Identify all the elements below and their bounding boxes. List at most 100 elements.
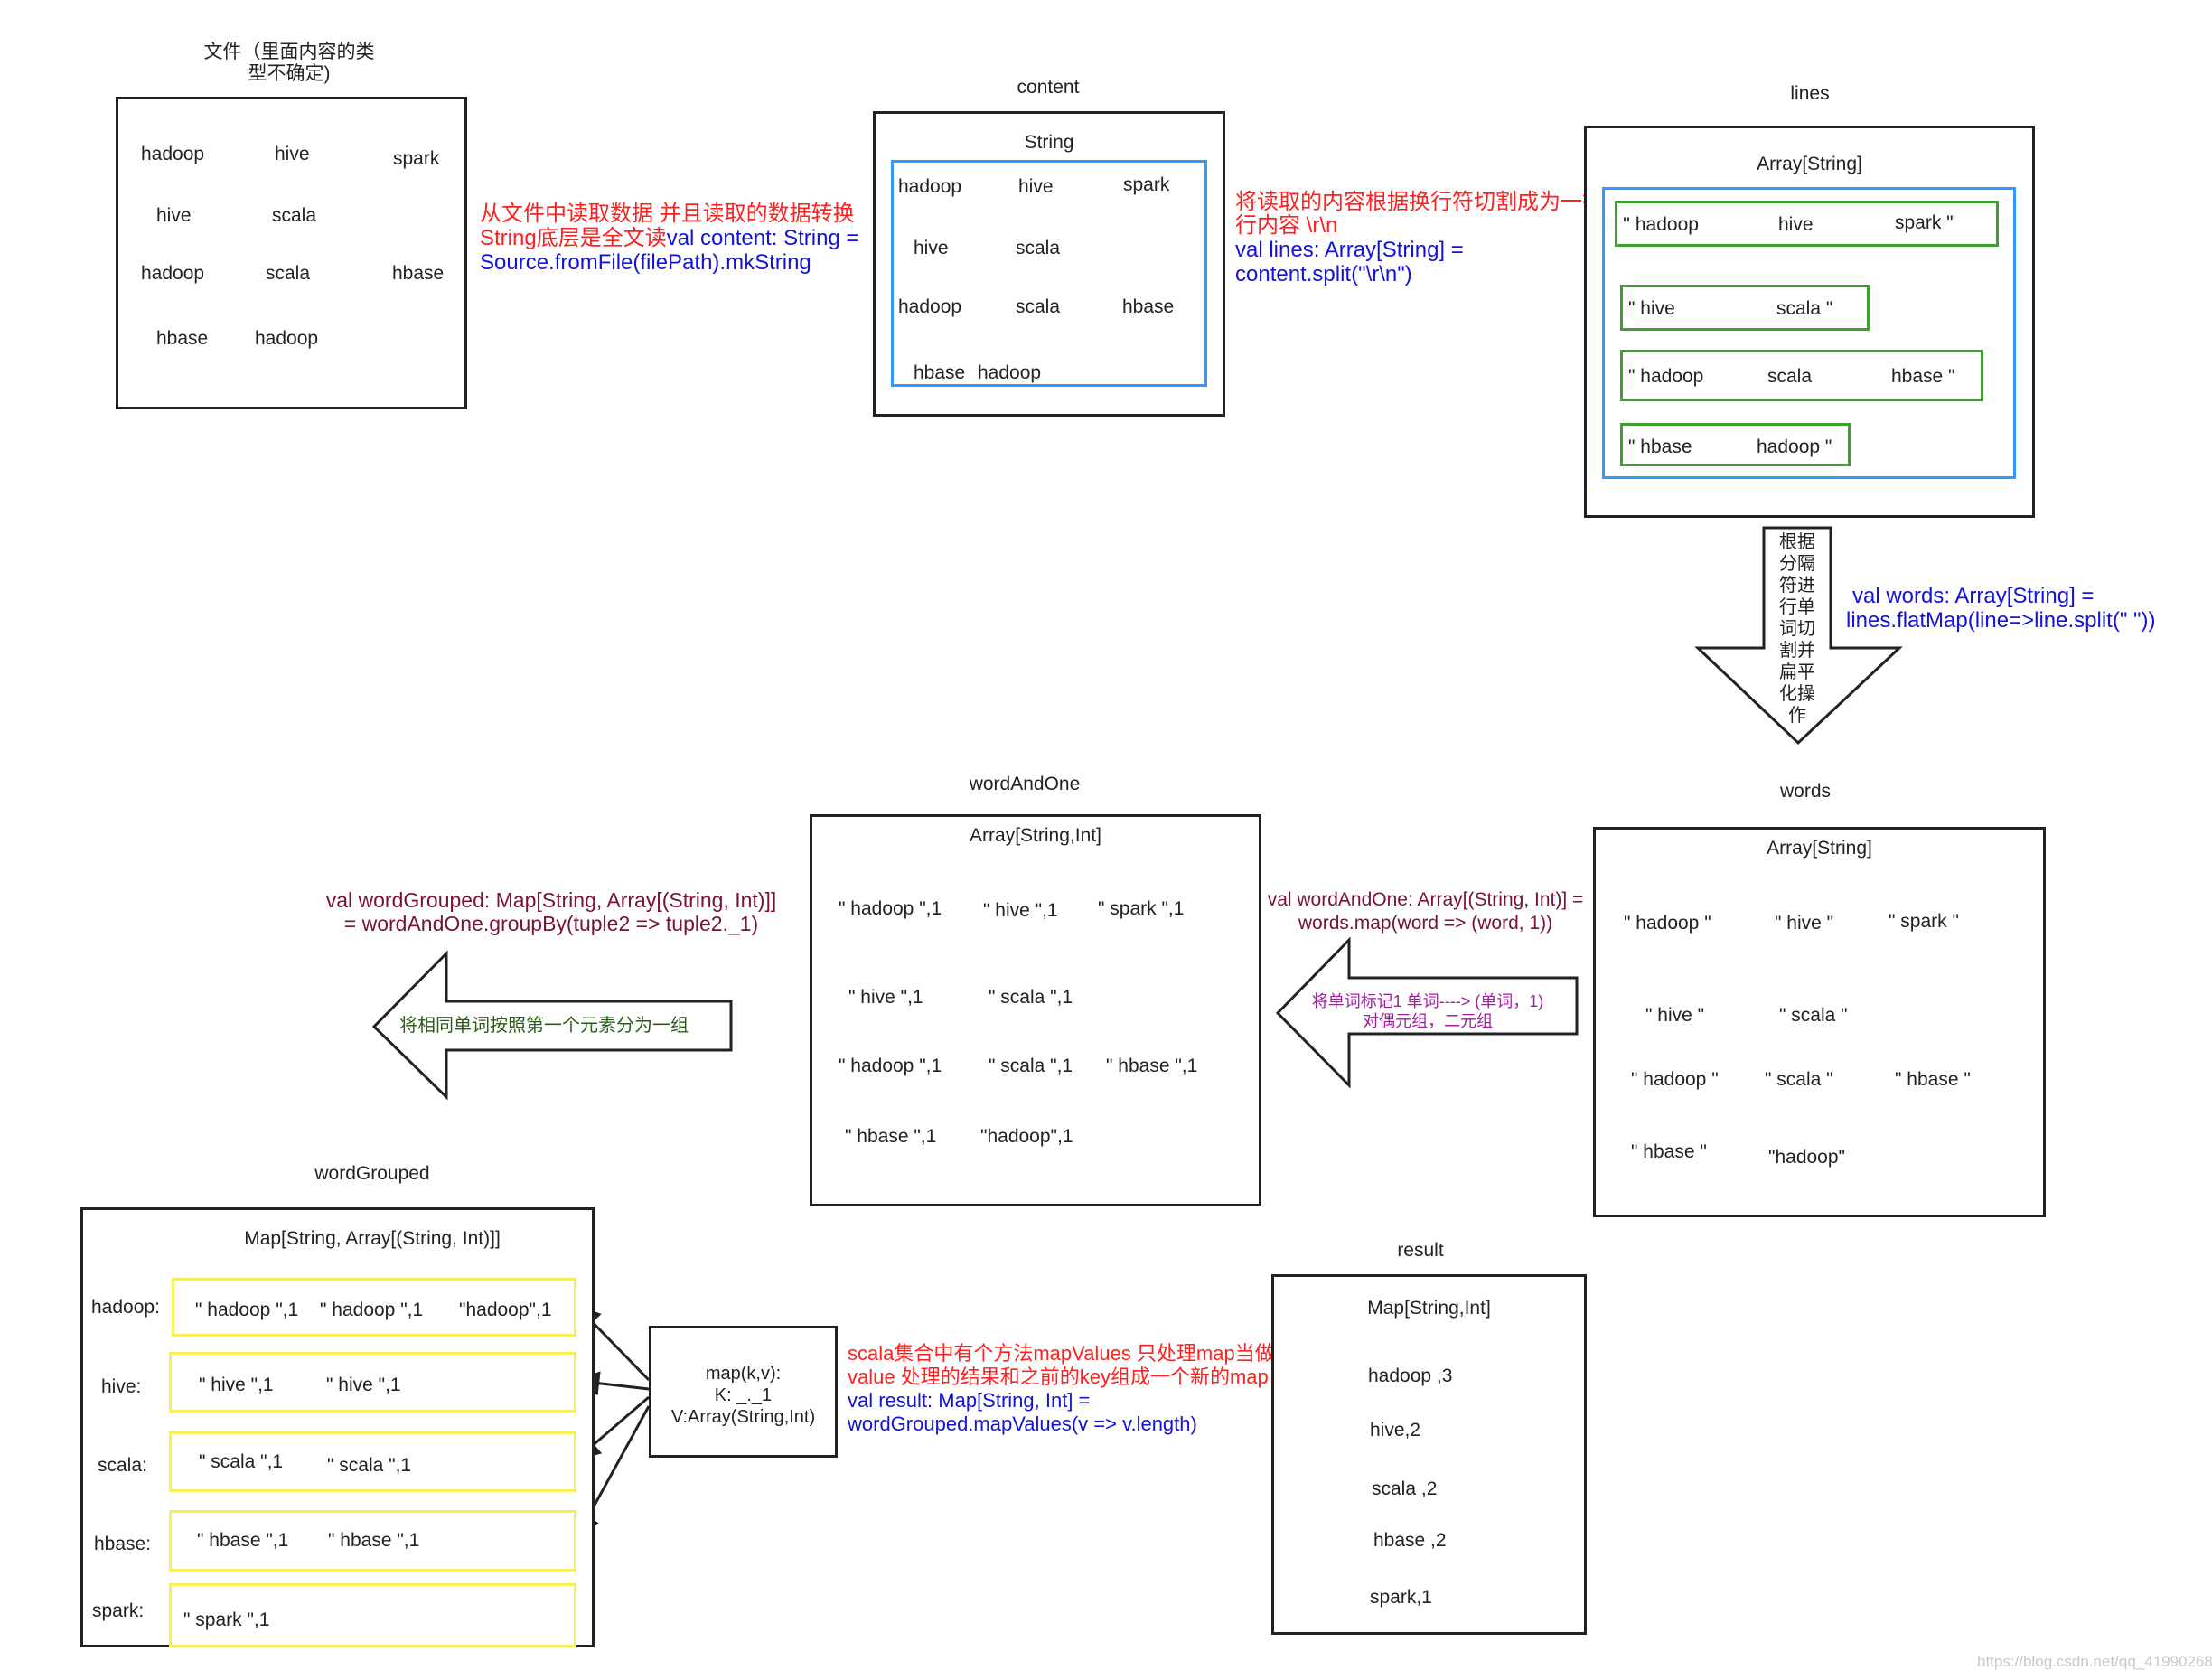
wordgrouped-box: Map[String, Array[(String, Int)]] hadoop… — [80, 1207, 595, 1647]
words-item: " spark " — [1889, 911, 1959, 932]
lines-row: " hbase hadoop " — [1620, 423, 1851, 466]
content-word: spark — [1123, 174, 1170, 195]
lines-row: " hadoop scala hbase " — [1620, 350, 1983, 401]
note-split-lines-line1: 将读取的内容根据换行符切割成为一行 — [1235, 190, 1604, 214]
flatmap-label-char: 符进 — [1779, 576, 1815, 596]
note-mapvalues-line1: scala集合中有个方法mapValues 只处理map当做 — [848, 1342, 1275, 1365]
wordgrouped-key: hadoop: — [91, 1297, 160, 1318]
flatmap-label-char: 行单 — [1779, 597, 1815, 617]
content-word: scala — [1016, 238, 1061, 258]
wordgrouped-value: " hadoop ",1 — [195, 1300, 299, 1320]
wordgrouped-value: " spark ",1 — [183, 1610, 270, 1630]
mapkv-box: map(k,v): K: _._1 V:Array(String,Int) — [649, 1326, 838, 1458]
words-box: Array[String] " hadoop " " hive " " spar… — [1593, 827, 2046, 1217]
wordandone-item: " hive ",1 — [848, 987, 923, 1008]
flatmap-code-line1: val words: Array[String] = — [1852, 584, 2095, 608]
content-word: scala — [1016, 296, 1061, 317]
result-item: scala ,2 — [1372, 1478, 1438, 1499]
note-read-file-line2-code: val content: String = — [666, 226, 859, 250]
lines-row-word: hive — [1778, 214, 1814, 235]
content-box: String hadoop hive spark hive scala hado… — [873, 111, 1225, 417]
file-word: hbase — [392, 263, 445, 284]
lines-row-word: scala " — [1776, 298, 1833, 319]
map-code-line2: words.map(word => (word, 1)) — [1298, 913, 1553, 934]
wordandone-item: " hbase ",1 — [845, 1126, 937, 1147]
wordgrouped-value: "hadoop",1 — [459, 1300, 552, 1320]
content-word: hadoop — [898, 176, 962, 197]
result-box: Map[String,Int] hadoop ,3 hive,2 scala ,… — [1271, 1274, 1587, 1635]
lines-inner-box: '' hadoop hive spark " " hive scala " " … — [1602, 187, 2016, 479]
flatmap-arrow-label: 根据 分隔 符进 行单 词切 割并 扁平 化操 作 — [1776, 531, 1818, 727]
note-read-file-line2-text: String底层是全文读 — [480, 226, 667, 250]
wordandone-item: " hadoop ",1 — [839, 1056, 942, 1076]
file-word: hadoop — [141, 263, 205, 284]
map-code-line1: val wordAndOne: Array[(String, Int)] = — [1267, 889, 1584, 910]
words-title: words — [1779, 781, 1832, 802]
file-word: hive — [156, 205, 192, 226]
wordandone-box: Array[String,Int] " hadoop ",1 " hive ",… — [810, 814, 1261, 1206]
flatmap-label-char: 作 — [1788, 706, 1806, 726]
file-word: spark — [393, 148, 440, 169]
content-inner-box: hadoop hive spark hive scala hadoop scal… — [891, 160, 1207, 387]
lines-row-word: hadoop " — [1757, 436, 1832, 457]
lines-title: lines — [1790, 83, 1830, 104]
wordgrouped-value-row: " hbase ",1 " hbase ",1 — [169, 1510, 576, 1572]
wordgrouped-title: wordGrouped — [314, 1163, 430, 1184]
file-word: hive — [275, 144, 310, 164]
result-type: Map[String,Int] — [1367, 1298, 1491, 1319]
note-split-lines-line2: 行内容 \r\n — [1235, 213, 1338, 238]
result-item: hive,2 — [1370, 1420, 1421, 1441]
content-word: hadoop — [978, 362, 1042, 383]
note-mapvalues-line4: wordGrouped.mapValues(v => v.length) — [848, 1413, 1197, 1435]
result-item: hbase ,2 — [1373, 1530, 1447, 1551]
lines-row-word: scala — [1767, 366, 1813, 387]
wordandone-item: "hadoop",1 — [980, 1126, 1073, 1147]
lines-row: '' hadoop hive spark " — [1615, 201, 1999, 247]
map-arrow — [1275, 936, 1579, 1089]
file-word: hadoop — [255, 328, 319, 349]
wordandone-item: " hbase ",1 — [1106, 1056, 1198, 1076]
wordandone-item: " scala ",1 — [989, 987, 1073, 1008]
result-item: hadoop ,3 — [1368, 1366, 1453, 1386]
lines-row-word: '' hadoop — [1623, 214, 1699, 235]
file-title-line2: 型不确定) — [248, 63, 331, 84]
lines-row-word: " hbase — [1628, 436, 1692, 457]
groupby-code-line2: = wordAndOne.groupBy(tuple2 => tuple2._1… — [343, 912, 759, 935]
result-title: result — [1397, 1240, 1444, 1261]
flatmap-code-line2: lines.flatMap(line=>line.split(" ")) — [1846, 608, 2156, 633]
wordgrouped-key: hbase: — [94, 1534, 152, 1554]
lines-box: Array[String] '' hadoop hive spark " " h… — [1584, 126, 2035, 518]
note-split-lines-line3: val lines: Array[String] = — [1235, 238, 1464, 262]
wordgrouped-value: " scala ",1 — [199, 1451, 284, 1472]
content-word: hbase — [1122, 296, 1175, 317]
flatmap-label-char: 扁平 — [1779, 662, 1815, 682]
content-word: hadoop — [898, 296, 962, 317]
wordgrouped-value: " hadoop ",1 — [320, 1300, 424, 1320]
flatmap-arrow — [1694, 526, 1903, 746]
words-item: " scala " — [1765, 1069, 1833, 1090]
note-mapvalues-line3: val result: Map[String, Int] = — [848, 1389, 1091, 1412]
content-word: hive — [914, 238, 949, 258]
mapkv-line2: K: _._1 — [714, 1385, 773, 1405]
wordandone-item: " hive ",1 — [983, 900, 1058, 921]
flatmap-label-char: 化操 — [1779, 684, 1815, 704]
lines-type: Array[String] — [1757, 154, 1862, 174]
note-read-file-line3: Source.fromFile(filePath).mkString — [480, 250, 811, 275]
wordgrouped-value: " hbase ",1 — [328, 1530, 420, 1551]
lines-row-word: hbase " — [1891, 366, 1955, 387]
result-item: spark,1 — [1370, 1587, 1432, 1608]
content-title: content — [1017, 77, 1080, 98]
wordandone-item: " scala ",1 — [989, 1056, 1073, 1076]
words-item: " hbase " — [1631, 1141, 1707, 1162]
wordgrouped-key: scala: — [98, 1455, 147, 1476]
lines-row: " hive scala " — [1620, 285, 1870, 331]
flatmap-label-char: 根据 — [1779, 532, 1815, 552]
wordgrouped-value-row: " hive ",1 " hive ",1 — [169, 1352, 576, 1413]
wordandone-item: " hadoop ",1 — [839, 898, 942, 919]
file-word: hadoop — [141, 144, 205, 164]
wordgrouped-key: spark: — [92, 1600, 145, 1621]
wordgrouped-key: hive: — [101, 1376, 142, 1397]
file-word: scala — [272, 205, 317, 226]
words-item: " scala " — [1779, 1005, 1848, 1026]
